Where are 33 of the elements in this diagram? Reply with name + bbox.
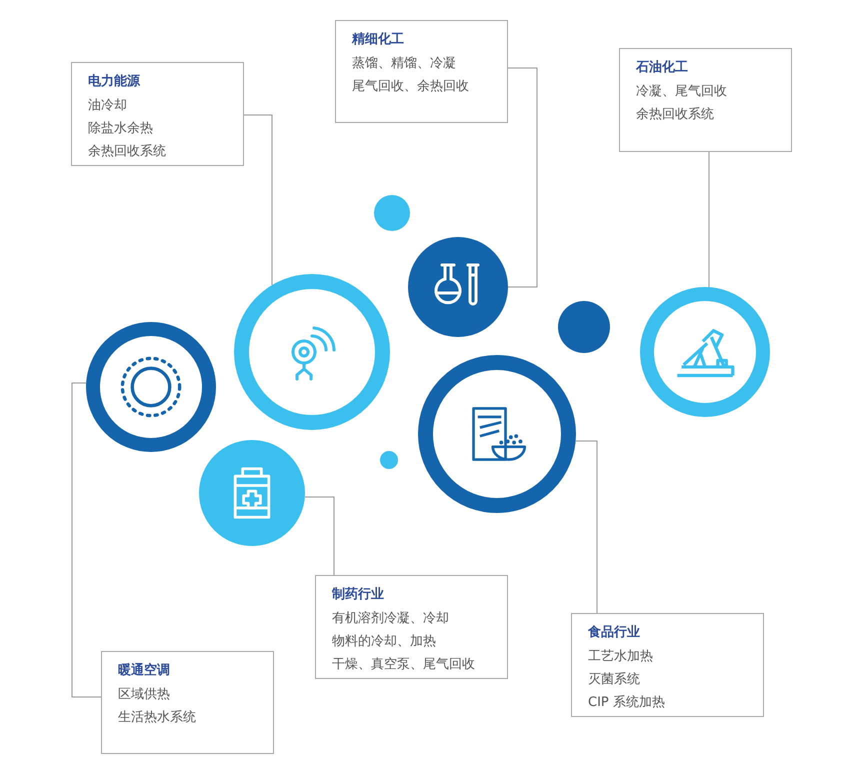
list-item: 生活热水系统 (118, 709, 197, 727)
leader-line (708, 152, 710, 288)
text-box (619, 48, 792, 152)
list-item: 物料的冷却、加热 (332, 633, 437, 651)
leader-line (508, 68, 538, 288)
box-heading: 食品行业 (588, 624, 641, 642)
text-box (335, 20, 508, 123)
list-item: 余热回收系统 (636, 106, 715, 124)
list-item: 区域供热 (118, 686, 171, 704)
box-heading: 暖通空调 (118, 662, 171, 680)
list-item: 工艺水加热 (588, 648, 654, 666)
list-item: 冷凝、尾气回收 (636, 83, 728, 101)
box-heading: 精细化工 (352, 31, 405, 49)
leader-line (304, 496, 334, 576)
list-item: 除盐水余热 (88, 120, 154, 138)
list-item: 余热回收系统 (88, 143, 167, 161)
leader-line (244, 114, 272, 286)
text-box (101, 651, 274, 754)
text-box (71, 62, 244, 166)
list-item: 蒸馏、精馏、冷凝 (352, 55, 457, 73)
list-item: 油冷却 (88, 97, 128, 115)
box-heading: 石油化工 (636, 59, 689, 77)
list-item: 干燥、真空泵、尾气回收 (332, 656, 476, 674)
list-item: 有机溶剂冷凝、冷却 (332, 610, 450, 628)
list-item: CIP 系统加热 (588, 694, 666, 712)
leader-line (576, 440, 598, 614)
box-heading: 电力能源 (88, 73, 142, 91)
leader-line (72, 382, 102, 698)
list-item: 灭菌系统 (588, 671, 641, 689)
text-box (315, 575, 508, 679)
box-heading: 制药行业 (332, 586, 385, 604)
text-box (571, 613, 764, 717)
list-item: 尾气回收、余热回收 (352, 78, 470, 96)
